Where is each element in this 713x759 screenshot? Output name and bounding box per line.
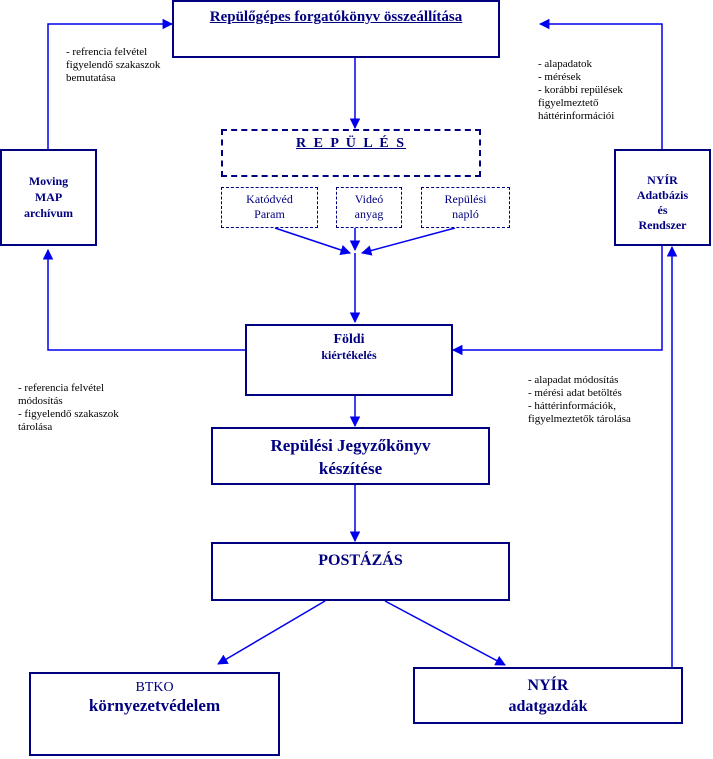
nyir-db-box: NYÍR Adatbázis és Rendszer xyxy=(614,149,711,246)
sub-box-line: Videó xyxy=(354,192,384,206)
moving-map-line: archívum xyxy=(23,206,74,220)
nyir-db-line: NYÍR xyxy=(647,173,678,187)
sub-box-line: Katódvéd xyxy=(246,192,293,206)
note-top-right: - alapadatok - mérések - korábbi repülés… xyxy=(538,58,623,122)
btko-line: BTKO xyxy=(135,680,174,695)
sub-box-line: anyag xyxy=(354,207,384,221)
nyir-db-line: Rendszer xyxy=(638,218,687,232)
sub-box-line: Param xyxy=(254,207,285,221)
report-line: Repülési Jegyzőkönyv xyxy=(270,436,431,455)
report-line: készítése xyxy=(318,459,383,478)
title-box: Repülőgépes forgatókönyv összeállítása xyxy=(172,0,500,58)
btko-box: BTKO környezetvédelem xyxy=(29,672,280,756)
sub-box-line: Repülési xyxy=(444,192,487,206)
nyir-owners-line: adatgazdák xyxy=(508,698,588,715)
sub-box-line: napló xyxy=(452,207,479,221)
report-box: Repülési Jegyzőkönyv készítése xyxy=(211,427,490,485)
arrow-ground-map xyxy=(42,248,256,356)
btko-line: környezetvédelem xyxy=(88,696,221,715)
mail-label: POSTÁZÁS xyxy=(318,552,403,569)
nyir-owners-line: NYÍR xyxy=(527,677,569,694)
flight-label: R E P Ü L É S xyxy=(295,136,407,151)
flight-box: R E P Ü L É S xyxy=(221,129,481,177)
note-top-left: - refrencia felvétel figyelendő szakaszo… xyxy=(66,46,161,84)
nyir-owners-box: NYÍR adatgazdák xyxy=(413,667,683,724)
sub-box-katod: Katódvéd Param xyxy=(221,187,318,228)
arrow-db-to-ground xyxy=(451,246,663,356)
arrow-mail-to-btko xyxy=(217,600,326,665)
ground-eval-box: Földi kiértékelés xyxy=(245,324,453,396)
arrow-naplo xyxy=(360,227,456,256)
arrow-katod xyxy=(274,227,351,255)
mail-box: POSTÁZÁS xyxy=(211,542,510,601)
ground-eval-line: kiértékelés xyxy=(321,348,377,362)
nyir-db-line: Adatbázis xyxy=(636,188,689,202)
note-mid-left: - referencia felvétel módosítás - figyel… xyxy=(18,382,119,433)
moving-map-box: Moving MAP archívum xyxy=(0,149,97,246)
title-label: Repülőgépes forgatókönyv összeállítása xyxy=(209,9,463,25)
ground-eval-line: Földi xyxy=(333,332,365,347)
nyir-db-line: és xyxy=(657,203,668,217)
sub-box-naplo: Repülési napló xyxy=(421,187,510,228)
note-mid-right: - alapadat módosítás - mérési adat betöl… xyxy=(528,374,631,425)
moving-map-line: MAP xyxy=(34,190,63,204)
arrow-db-to-title xyxy=(538,18,663,150)
moving-map-line: Moving xyxy=(28,174,69,188)
arrow-map-to-title xyxy=(47,18,174,150)
sub-box-video: Videó anyag xyxy=(336,187,402,228)
arrow-mail-to-nyir xyxy=(384,600,506,666)
